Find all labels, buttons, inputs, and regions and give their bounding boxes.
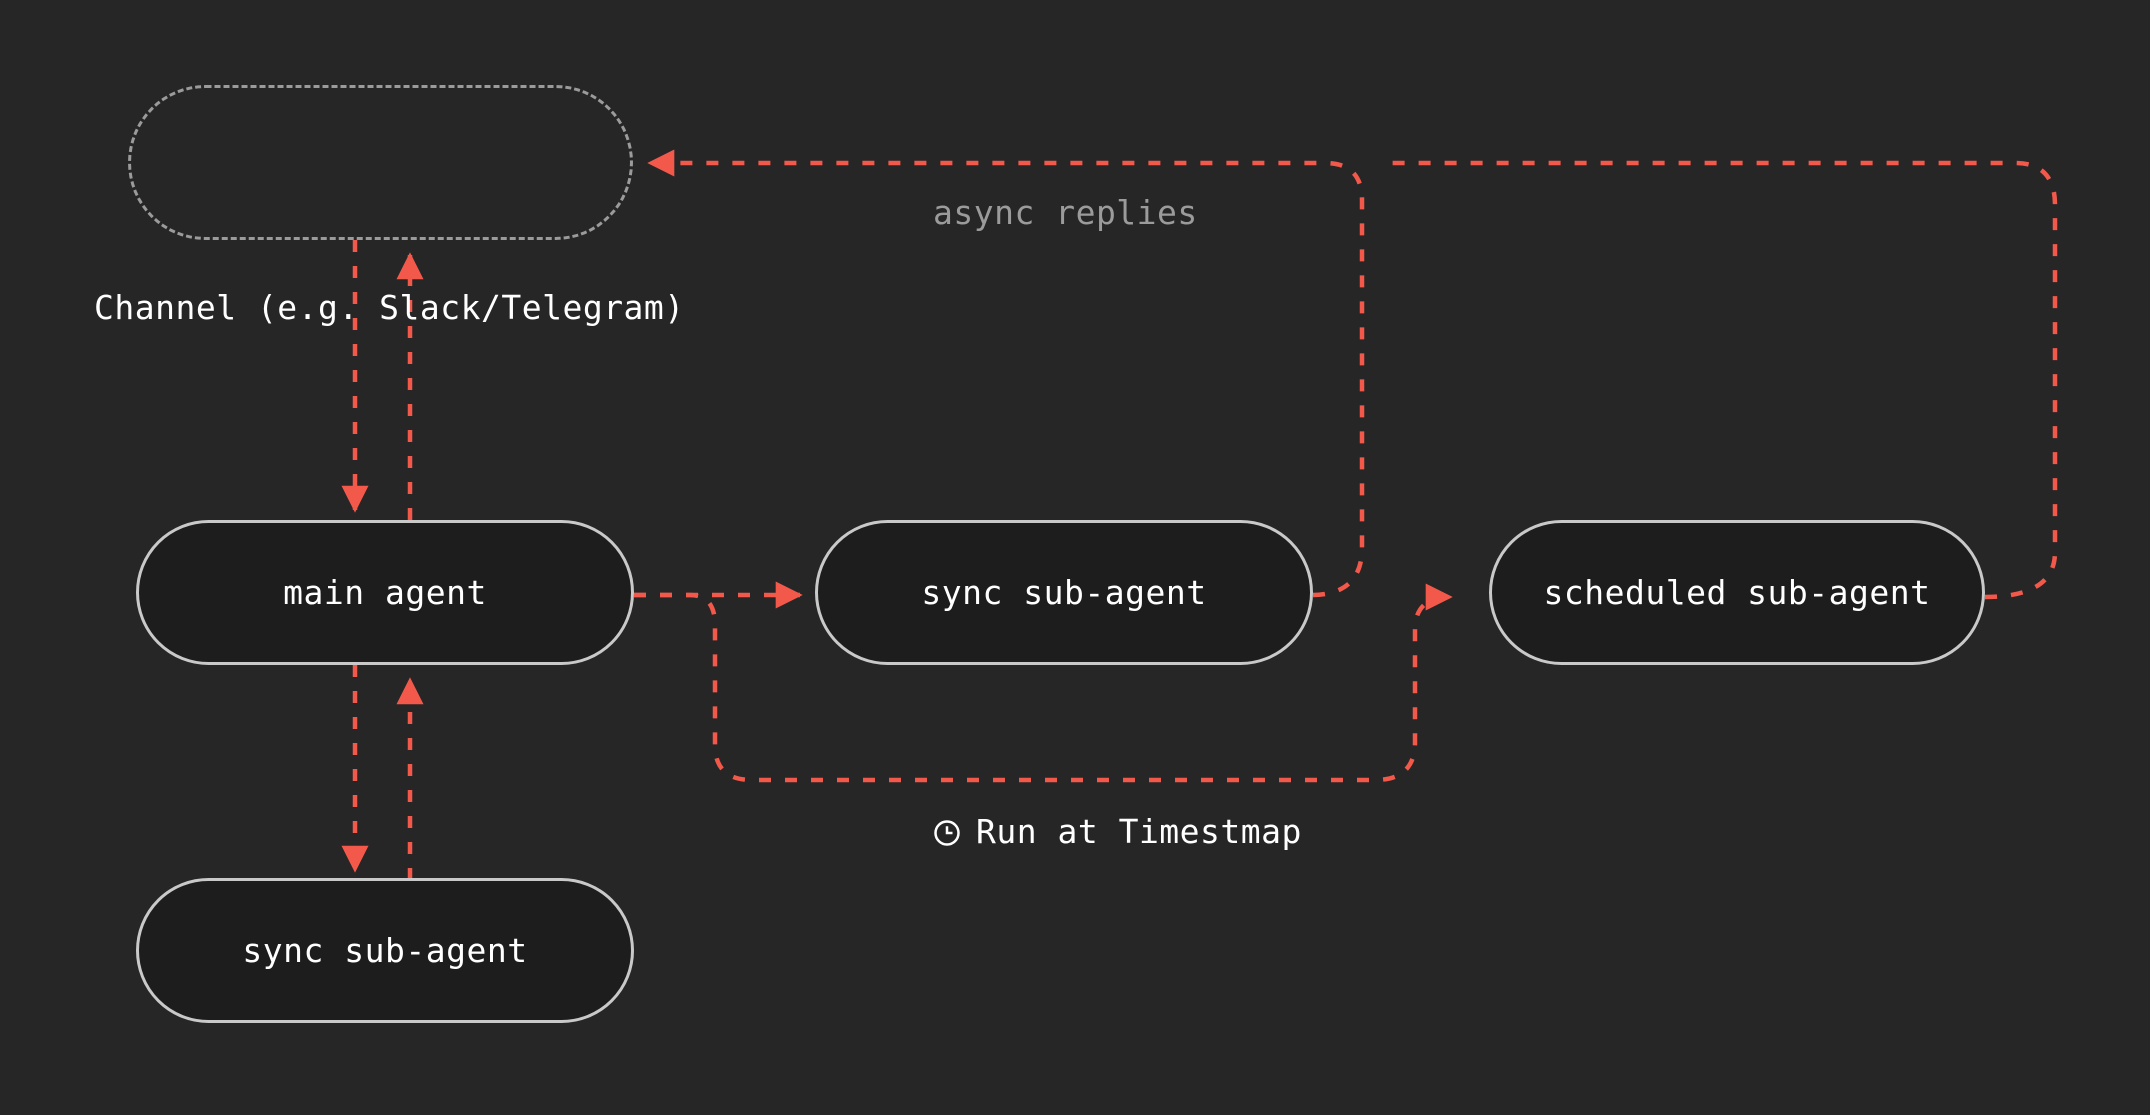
node-sync-sub-agent-right-label: sync sub-agent	[921, 573, 1207, 612]
clock-icon	[932, 817, 962, 847]
channel-caption: Channel (e.g. Slack/Telegram)	[94, 288, 685, 327]
node-scheduled-sub-agent-label: scheduled sub-agent	[1543, 573, 1931, 612]
run-at-timestamp-text: Run at Timestmap	[976, 812, 1302, 851]
async-replies-edge-label: async replies	[933, 193, 1198, 232]
run-at-timestamp-edge-label: Run at Timestmap	[932, 812, 1302, 851]
node-main-agent[interactable]: main agent	[136, 520, 634, 665]
node-channel[interactable]	[128, 85, 633, 240]
node-sync-sub-agent-bottom-label: sync sub-agent	[242, 931, 528, 970]
node-scheduled-sub-agent[interactable]: scheduled sub-agent	[1489, 520, 1985, 665]
node-sync-sub-agent-bottom[interactable]: sync sub-agent	[136, 878, 634, 1023]
node-main-agent-label: main agent	[283, 573, 487, 612]
node-sync-sub-agent-right[interactable]: sync sub-agent	[815, 520, 1313, 665]
